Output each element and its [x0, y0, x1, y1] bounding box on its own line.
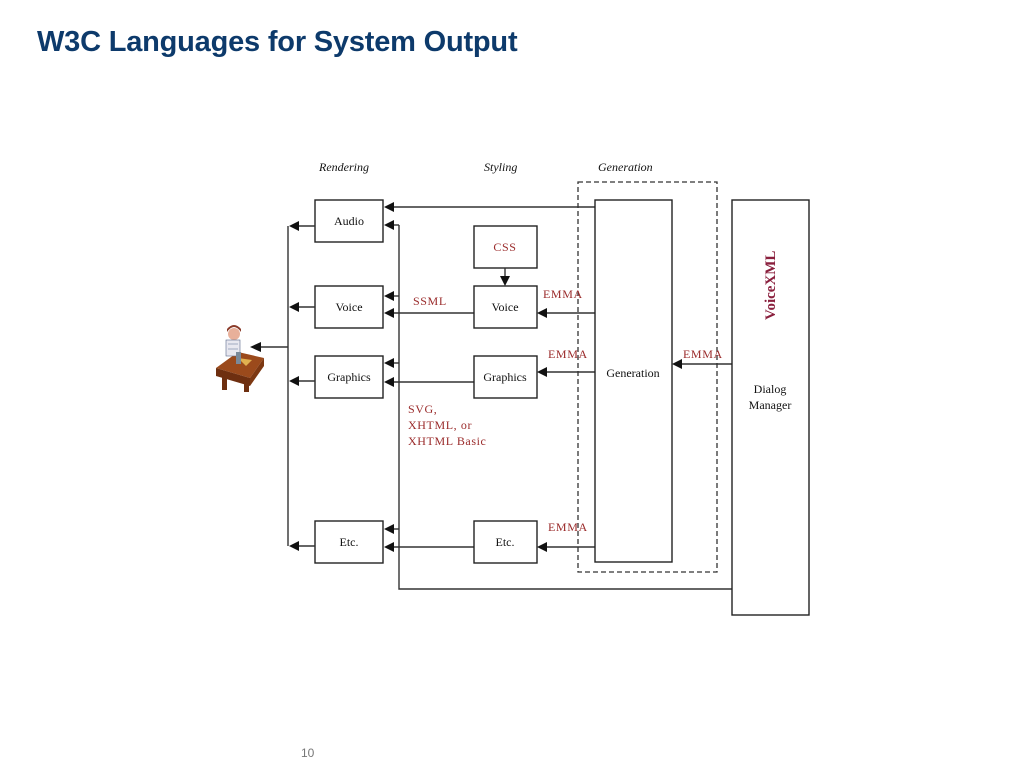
- generation-label: Generation: [606, 366, 659, 380]
- render-box-audio: Audio: [314, 199, 384, 243]
- render-box-etc: Etc.: [314, 520, 384, 564]
- arrow-voice-bus: [384, 291, 394, 301]
- header-styling: Styling: [484, 160, 517, 174]
- render-box-voice: Voice: [314, 285, 384, 329]
- dialog-direct-bus-line: [398, 225, 732, 590]
- style-css-label: CSS: [493, 240, 516, 254]
- ssml-label: SSML: [413, 294, 447, 308]
- graphics-lang-line3: XHTML Basic: [408, 434, 486, 448]
- style-etc-label: Etc.: [496, 535, 515, 549]
- emma-etc-label: EMMA: [548, 520, 588, 534]
- render-audio-label: Audio: [334, 214, 364, 228]
- slide-title: W3C Languages for System Output: [37, 26, 518, 58]
- dialog-manager-label-line1: Dialog: [754, 382, 787, 396]
- arrow-gen-to-etc: [537, 542, 547, 552]
- arrow-etc-bus: [384, 524, 394, 534]
- emma-graphics-label: EMMA: [548, 347, 588, 361]
- arrow-audio-bus: [384, 220, 394, 230]
- graphics-lang-line2: XHTML, or: [408, 418, 472, 432]
- style-voice-label: Voice: [491, 300, 518, 314]
- style-box-graphics: Graphics: [473, 355, 538, 399]
- header-rendering: Rendering: [318, 160, 369, 174]
- arrow-gen-to-graphics: [537, 367, 547, 377]
- arrow-voice-out: [289, 302, 299, 312]
- arrow-css-to-voice: [500, 276, 510, 286]
- generation-box: Generation: [594, 199, 673, 563]
- style-box-etc: Etc.: [473, 520, 538, 564]
- arrow-graphics-out: [289, 376, 299, 386]
- arrow-graphics-lang: [384, 377, 394, 387]
- emma-dialog-label: EMMA: [683, 347, 723, 361]
- arrow-gen-to-voice: [537, 308, 547, 318]
- render-box-graphics: Graphics: [314, 355, 384, 399]
- arrow-etc-out: [289, 541, 299, 551]
- emma-voice-label: EMMA: [543, 287, 583, 301]
- arrow-audio-out: [289, 221, 299, 231]
- style-box-css: CSS: [473, 225, 538, 269]
- render-voice-label: Voice: [335, 300, 362, 314]
- arrow-dialog-to-generation: [672, 359, 682, 369]
- graphics-lang-line1: SVG,: [408, 402, 437, 416]
- arrow-graphics-bus: [384, 358, 394, 368]
- voicexml-label: VoiceXML: [763, 251, 779, 320]
- dialog-manager-label-line2: Manager: [749, 398, 792, 412]
- style-box-voice: Voice: [473, 285, 538, 329]
- arrow-audio-direct: [384, 202, 394, 212]
- arrow-etc-lang: [384, 542, 394, 552]
- render-etc-label: Etc.: [340, 535, 359, 549]
- dialog-manager-box: VoiceXML Dialog Manager: [731, 199, 810, 616]
- arrow-ssml: [384, 308, 394, 318]
- render-graphics-label: Graphics: [327, 370, 371, 384]
- header-generation: Generation: [598, 160, 653, 174]
- user-at-desk-icon: [216, 325, 264, 392]
- arrow-to-user: [250, 342, 261, 352]
- style-graphics-label: Graphics: [483, 370, 527, 384]
- page-number: 10: [301, 746, 315, 760]
